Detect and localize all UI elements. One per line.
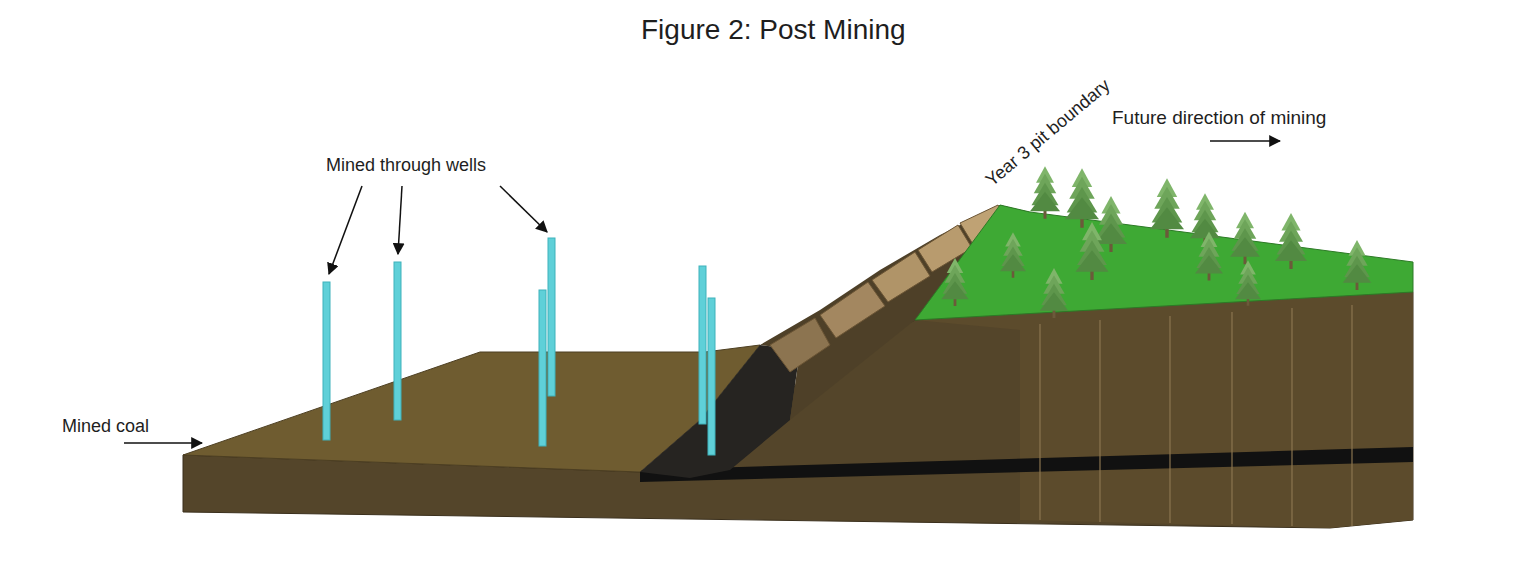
ground-front-face-right bbox=[915, 292, 1413, 528]
block-lines bbox=[1040, 305, 1352, 526]
pit-floor bbox=[640, 345, 800, 478]
trees bbox=[941, 166, 1371, 318]
coal-seam bbox=[640, 447, 1413, 482]
direction-label: Future direction of mining bbox=[1112, 107, 1326, 129]
wells bbox=[323, 238, 715, 455]
callout-label: Mined coal bbox=[62, 416, 149, 437]
leader-arrows bbox=[124, 141, 1280, 443]
callout-label: Mined through wells bbox=[326, 155, 486, 176]
figure-title: Figure 2: Post Mining bbox=[641, 14, 906, 46]
